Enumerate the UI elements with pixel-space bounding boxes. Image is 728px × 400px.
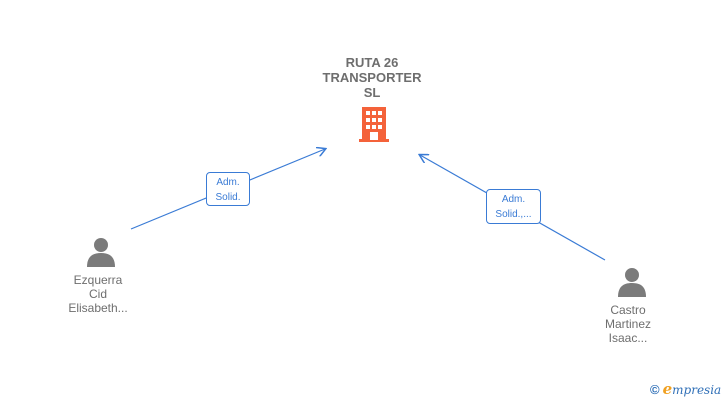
person-name-right-line-1: Castro	[610, 303, 646, 317]
copyright-icon: ©	[650, 381, 660, 397]
role-badge-right-line-2: Solid.,...	[495, 209, 532, 220]
company-name-line-2: TRANSPORTER	[322, 70, 422, 85]
role-badge-left-line-2: Solid.	[215, 192, 241, 203]
brand-logo-text: mpresia	[672, 382, 722, 397]
person-name-right-line-3: Isaac...	[608, 331, 648, 345]
company-name[interactable]: RUTA 26 TRANSPORTER SL	[302, 55, 442, 100]
brand-logo-initial: e	[662, 379, 673, 398]
role-badge-right[interactable]: Adm. Solid.,...	[486, 189, 541, 224]
person-icon-right[interactable]	[617, 267, 647, 297]
brand-logo[interactable]: empresia	[663, 380, 722, 399]
role-badge-left[interactable]: Adm. Solid.	[206, 172, 250, 206]
person-name-right[interactable]: Castro Martinez Isaac...	[573, 303, 683, 345]
role-badge-right-line-1: Adm.	[501, 194, 526, 205]
person-name-left-line-3: Elisabeth...	[68, 301, 128, 315]
person-name-left-line-2: Cid	[88, 287, 107, 301]
building-icon[interactable]	[359, 107, 389, 142]
company-name-line-3: SL	[363, 85, 381, 100]
person-name-left[interactable]: Ezquerra Cid Elisabeth...	[43, 273, 153, 315]
brand-footer: © empresia	[650, 380, 721, 398]
company-name-line-1: RUTA 26	[345, 55, 399, 70]
role-badge-left-line-1: Adm.	[216, 177, 240, 188]
person-name-right-line-2: Martinez	[604, 317, 651, 331]
person-name-left-line-1: Ezquerra	[73, 273, 123, 287]
person-icon-left[interactable]	[86, 237, 116, 267]
